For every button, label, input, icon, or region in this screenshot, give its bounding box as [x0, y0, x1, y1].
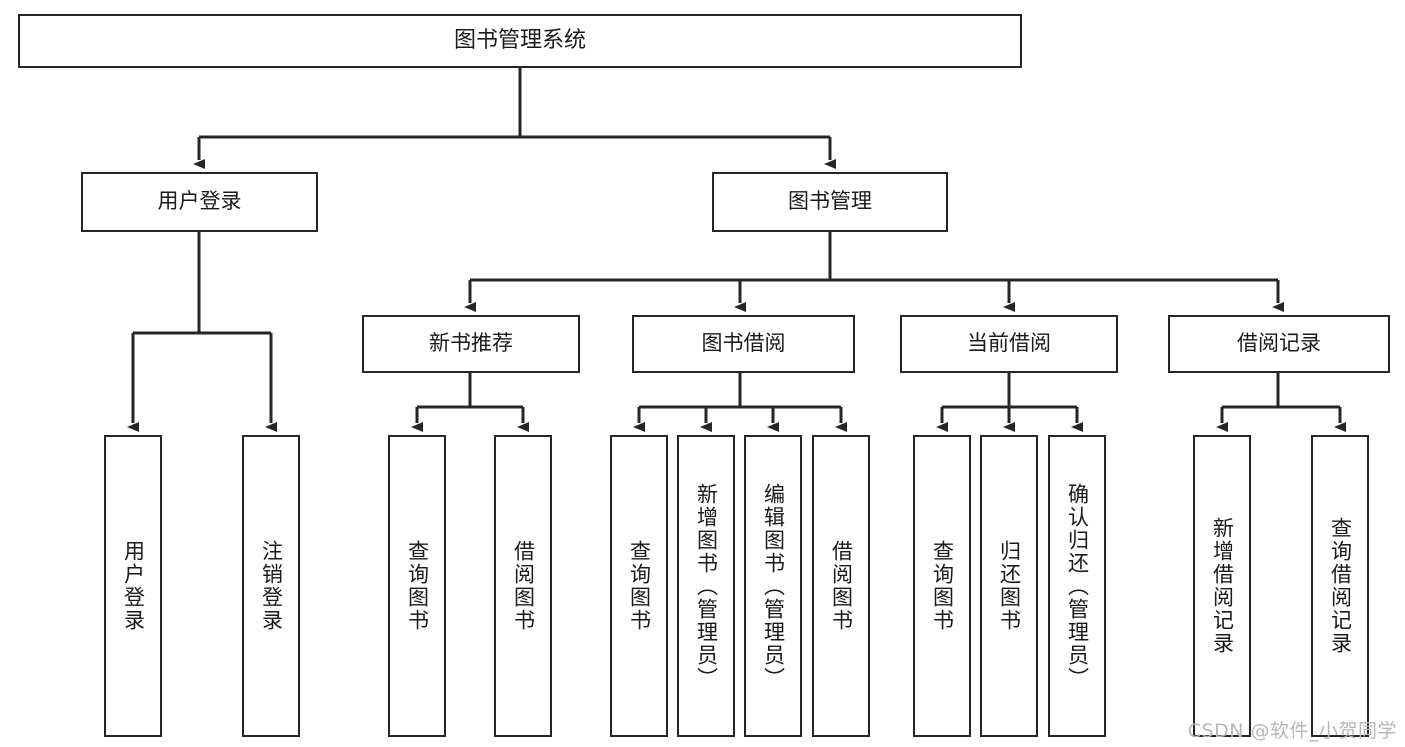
node-borrow-record-label: 借阅记录	[1237, 331, 1321, 356]
leaf-borrow-book-b[interactable]: 借阅图书	[812, 435, 870, 737]
leaf-edit-book[interactable]: 编辑图书（管理员）	[744, 435, 802, 737]
node-user-login[interactable]: 用户登录	[81, 172, 318, 232]
node-root[interactable]: 图书管理系统	[18, 14, 1022, 68]
leaf-query-book-b[interactable]: 查询图书	[610, 435, 668, 737]
leaf-add-book-label: 新增图书（管理员）	[694, 482, 719, 690]
node-book-manage-label: 图书管理	[788, 189, 872, 214]
leaf-confirm-return-label: 确认归还（管理员）	[1065, 482, 1090, 690]
leaf-user-login-label: 用户登录	[121, 540, 146, 632]
node-root-label: 图书管理系统	[453, 27, 586, 53]
leaf-query-book-b-label: 查询图书	[627, 540, 652, 632]
leaf-add-record-label: 新增借阅记录	[1210, 517, 1235, 655]
leaf-return-book-label: 归还图书	[997, 540, 1022, 632]
node-new-book-rec-label: 新书推荐	[429, 331, 513, 356]
leaf-confirm-return[interactable]: 确认归还（管理员）	[1048, 435, 1106, 737]
leaf-query-record-label: 查询借阅记录	[1328, 517, 1353, 655]
leaf-borrow-book-a-label: 借阅图书	[511, 540, 536, 632]
leaf-add-record[interactable]: 新增借阅记录	[1193, 435, 1251, 737]
leaf-query-book-a-label: 查询图书	[405, 540, 430, 632]
node-new-book-rec[interactable]: 新书推荐	[362, 315, 580, 373]
node-book-manage[interactable]: 图书管理	[712, 172, 948, 232]
leaf-return-book[interactable]: 归还图书	[980, 435, 1038, 737]
leaf-logout[interactable]: 注销登录	[242, 435, 300, 737]
leaf-query-book-c-label: 查询图书	[930, 540, 955, 632]
leaf-user-login[interactable]: 用户登录	[104, 435, 162, 737]
node-book-borrow-label: 图书借阅	[701, 331, 786, 356]
leaf-query-record[interactable]: 查询借阅记录	[1311, 435, 1369, 737]
node-current-borrow-label: 当前借阅	[967, 331, 1051, 356]
csdn-watermark: CSDN @软件_小贺同学	[1187, 720, 1397, 742]
node-book-borrow[interactable]: 图书借阅	[632, 315, 855, 373]
leaf-borrow-book-a[interactable]: 借阅图书	[494, 435, 552, 737]
node-current-borrow[interactable]: 当前借阅	[900, 315, 1118, 373]
leaf-edit-book-label: 编辑图书（管理员）	[761, 482, 786, 690]
leaf-borrow-book-b-label: 借阅图书	[829, 540, 854, 632]
node-user-login-label: 用户登录	[157, 189, 242, 214]
leaf-add-book[interactable]: 新增图书（管理员）	[677, 435, 735, 737]
leaf-query-book-a[interactable]: 查询图书	[388, 435, 446, 737]
node-borrow-record[interactable]: 借阅记录	[1168, 315, 1390, 373]
leaf-query-book-c[interactable]: 查询图书	[913, 435, 971, 737]
leaf-logout-label: 注销登录	[259, 540, 284, 632]
